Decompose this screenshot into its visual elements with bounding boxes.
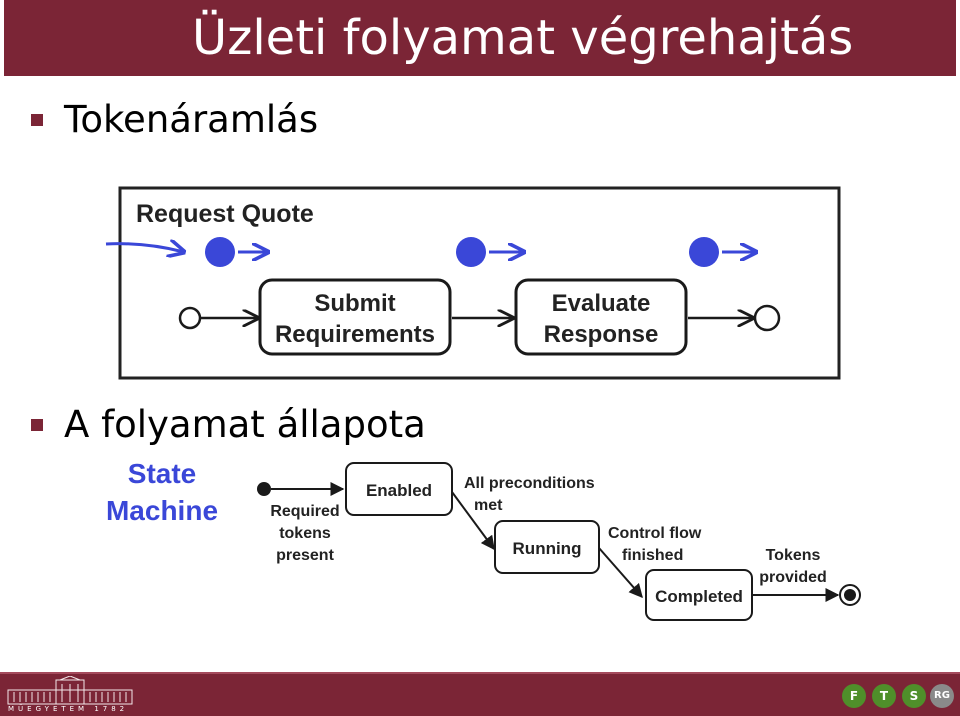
token-flow-diagram: Request Quote Submit Requirements Evalua… [105, 186, 841, 380]
transition-arrow [451, 491, 495, 551]
incoming-token-arrow [105, 244, 184, 252]
footer-bar [0, 672, 960, 716]
badge-s: S [902, 684, 926, 708]
action-label: Evaluate [552, 290, 651, 317]
diagram-heading: Request Quote [136, 200, 314, 228]
university-text: MŰEGYETEM 1782 [8, 705, 129, 713]
state-machine-label: State [128, 458, 196, 489]
state-label: Running [513, 539, 582, 558]
bullet-marker [31, 419, 43, 431]
diagram-frame [118, 186, 841, 380]
university-building-logo [7, 676, 133, 705]
token-dot [205, 237, 235, 267]
action-label: Response [544, 321, 659, 348]
final-node [753, 304, 781, 332]
action-label: Requirements [275, 321, 435, 348]
state-running [494, 520, 600, 574]
state-machine-label: Machine [106, 495, 218, 526]
bullet-marker [31, 114, 43, 126]
initial-state [257, 482, 271, 496]
title-bar [4, 0, 956, 76]
final-state-inner [844, 589, 856, 601]
badge-f: F [842, 684, 866, 708]
slide-title: Üzleti folyamat végrehajtás [192, 10, 854, 66]
transition-arrow [598, 547, 643, 599]
action-label: Submit [314, 290, 395, 317]
action-evaluate-response [514, 278, 688, 356]
token-dot [456, 237, 486, 267]
badge-rg: RG [930, 684, 954, 708]
badge-t: T [872, 684, 896, 708]
token-dot [689, 237, 719, 267]
state-label: Enabled [366, 481, 432, 500]
bullet-process-state: A folyamat állapota [64, 403, 426, 446]
state-enabled [345, 462, 453, 516]
initial-node [178, 306, 202, 330]
bullet-tokenflow: Tokenáramlás [64, 98, 319, 141]
action-submit-requirements [258, 278, 452, 356]
state-label: Completed [655, 587, 743, 606]
footer-stripe [0, 672, 960, 674]
